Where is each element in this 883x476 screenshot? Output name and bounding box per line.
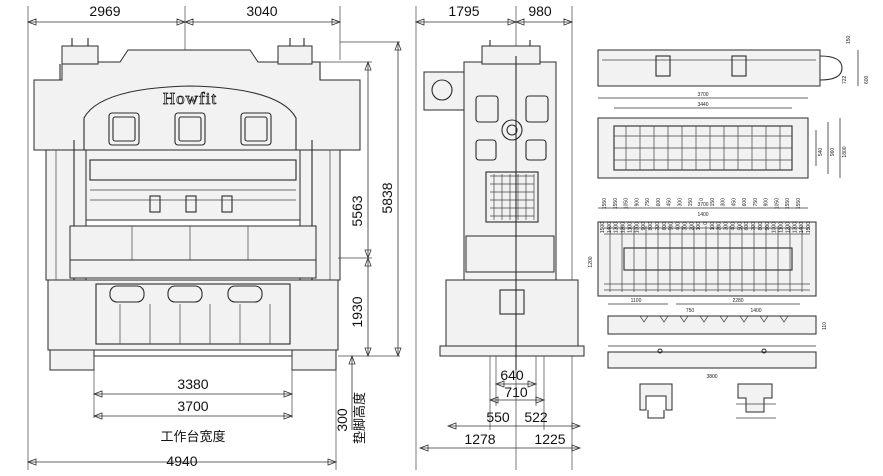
dim-small-722: 722 <box>842 75 848 84</box>
plate2-pos-2: 1300 <box>614 222 620 233</box>
plate2-pos-4: 1100 <box>628 222 634 233</box>
plate2-pos-6: 900 <box>641 222 647 231</box>
plate2-pos-30: 1500 <box>806 222 812 233</box>
dim-plate1-3700: 3700 <box>697 92 708 98</box>
plate1-pos-5: 600 <box>656 198 662 207</box>
dim-front-top-right: 3040 <box>246 3 277 19</box>
plate2-pos-9: 600 <box>662 222 668 231</box>
dim-base-3800: 3800 <box>706 374 717 380</box>
dim-side-1278: 1278 <box>464 431 495 447</box>
plate2-pos-21: 600 <box>744 222 750 231</box>
dim-front-top-left: 2969 <box>89 3 120 19</box>
plate1-pos-9: 0 <box>699 198 705 201</box>
plate1-pos-15: 900 <box>764 198 770 207</box>
dim-side-640: 640 <box>500 367 524 383</box>
plate1-pos-10: 150 <box>710 198 716 207</box>
dim-side-522: 522 <box>524 409 548 425</box>
plate2-pos-29: 1400 <box>799 222 805 233</box>
side-view: 1795 980 640 710 550 522 1278 1225 <box>414 3 585 470</box>
dim-side-550: 550 <box>486 409 510 425</box>
dim-plate2-1200: 1200 <box>588 256 594 267</box>
label-table-width: 工作台宽度 <box>160 429 225 445</box>
dim-front-bed-height: 1930 <box>349 296 365 327</box>
dim-plate2-3700: 3700 <box>697 202 708 208</box>
plate2-pos-28: 1300 <box>792 222 798 233</box>
dim-bar-1100: 1100 <box>631 298 642 304</box>
dim-bar-1400: 1400 <box>750 308 761 314</box>
plate1-pos-6: 450 <box>667 198 673 207</box>
plate1-position-row: 1550 1550 1050 900 750 600 450 300 150 0 150 300 450… <box>602 198 802 209</box>
plate2-pos-11: 400 <box>676 222 682 231</box>
plate1-pos-8: 150 <box>688 198 694 207</box>
plate1-pos-16: 1050 <box>774 198 780 209</box>
label-shim-height: 垫脚高度 <box>352 392 368 444</box>
plate2-pos-13: 200 <box>689 222 695 231</box>
plate2-pos-20: 500 <box>737 222 743 231</box>
plate2-pos-16: 100 <box>710 222 716 231</box>
dim-front-overall-width: 4940 <box>166 453 197 469</box>
dim-plate1-960: 960 <box>830 148 836 157</box>
plate2-pos-15: 0 <box>703 222 709 225</box>
plate2-pos-19: 400 <box>731 222 737 231</box>
plate2-pos-0: 1500 <box>600 222 606 233</box>
dim-side-top-right: 980 <box>528 3 552 19</box>
dim-front-bottom-table: 3700 <box>177 398 208 414</box>
dim-front-total-height: 5838 <box>379 182 395 213</box>
dim-shim-height: 300 <box>334 408 350 432</box>
plate1-pos-17: 1550 <box>785 198 791 209</box>
dim-side-top-left: 1795 <box>448 3 479 19</box>
plate1-pos-12: 450 <box>731 198 737 207</box>
plate2-pos-18: 300 <box>724 222 730 231</box>
plate1-pos-14: 750 <box>753 198 759 207</box>
plate1-pos-3: 900 <box>634 198 640 207</box>
plate2-pos-3: 1200 <box>621 222 627 233</box>
plate2-pos-17: 200 <box>717 222 723 231</box>
dim-bar-110: 110 <box>822 322 828 330</box>
plate1-pos-13: 600 <box>742 198 748 207</box>
plate1-pos-11: 300 <box>721 198 727 207</box>
plate2-pos-25: 1000 <box>772 222 778 233</box>
dim-plate1-540: 540 <box>818 148 824 157</box>
dim-plate1-3440: 3440 <box>697 102 708 108</box>
brand-logo: Howfit <box>163 89 217 108</box>
dim-small-600: 600 <box>864 75 870 84</box>
front-view: Howfit <box>26 3 402 470</box>
plate1-pos-1: 1550 <box>613 198 619 209</box>
dim-side-710: 710 <box>504 384 528 400</box>
plate2-pos-22: 700 <box>751 222 757 231</box>
dim-bar-2280: 2280 <box>732 298 743 304</box>
plate1-pos-2: 1050 <box>624 198 630 209</box>
plate1-pos-4: 750 <box>645 198 651 207</box>
plate1-pos-0: 1550 <box>602 198 608 209</box>
dim-plate2-1400: 1400 <box>697 212 708 218</box>
dim-plate1-1800: 1800 <box>842 146 848 157</box>
plate1-pos-7: 300 <box>677 198 683 207</box>
dim-small-150: 150 <box>846 35 852 44</box>
plate2-pos-8: 700 <box>655 222 661 231</box>
plate2-pos-10: 500 <box>669 222 675 231</box>
dim-front-bottom-inner: 3380 <box>177 376 208 392</box>
dim-side-1225: 1225 <box>534 431 565 447</box>
plate2-pos-5: 1000 <box>634 222 640 233</box>
plate2-pos-24: 900 <box>765 222 771 231</box>
dim-front-slide-height: 5563 <box>349 195 365 226</box>
plate2-pos-7: 800 <box>648 222 654 231</box>
plate2-pos-1: 1400 <box>607 222 613 233</box>
plate2-pos-26: 1100 <box>779 222 785 233</box>
plate2-pos-23: 800 <box>758 222 764 231</box>
plate2-pos-27: 1200 <box>785 222 791 233</box>
dim-bar-750: 750 <box>686 308 695 314</box>
plate2-pos-14: 100 <box>696 222 702 231</box>
plate1-pos-18: 1550 <box>796 198 802 209</box>
plate2-pos-12: 300 <box>682 222 688 231</box>
